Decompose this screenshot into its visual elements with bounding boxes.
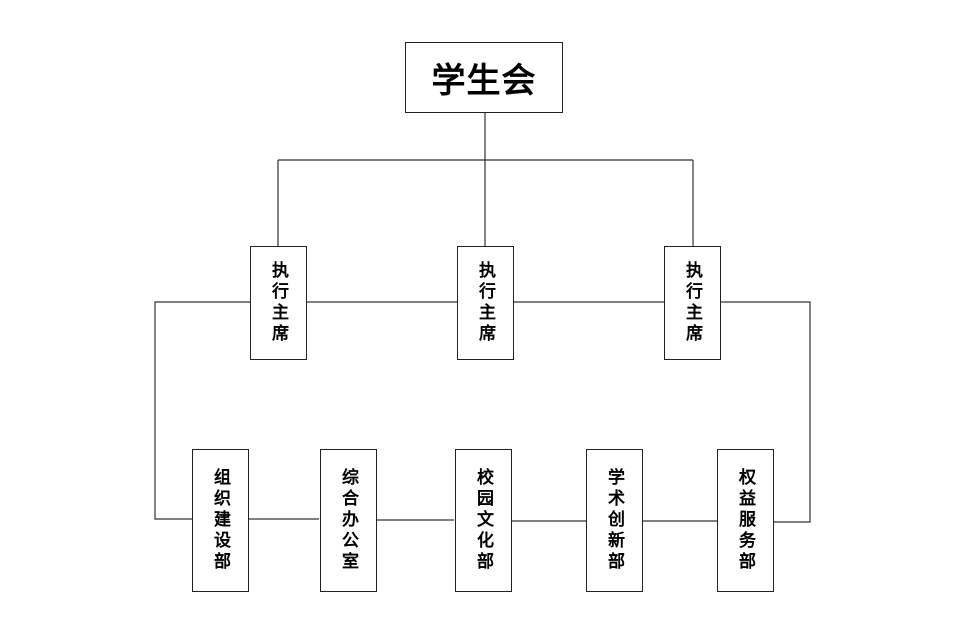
executive-node-center: 执行主席 bbox=[457, 246, 514, 360]
department-label: 组织建设部 bbox=[210, 468, 230, 573]
root-node-label: 学生会 bbox=[431, 61, 537, 101]
executive-label: 执行主席 bbox=[475, 261, 495, 345]
executive-node-left: 执行主席 bbox=[250, 246, 307, 360]
department-label: 权益服务部 bbox=[735, 468, 755, 573]
department-label: 综合办公室 bbox=[338, 468, 358, 573]
executive-label: 执行主席 bbox=[682, 261, 702, 345]
department-label: 校园文化部 bbox=[473, 468, 493, 573]
department-node-academic-innovation: 学术创新部 bbox=[586, 449, 643, 592]
exec-ring-line bbox=[154, 301, 250, 520]
exec-ring-line-right bbox=[719, 301, 811, 523]
department-node-general-office: 综合办公室 bbox=[320, 449, 377, 592]
executive-node-right: 执行主席 bbox=[664, 246, 721, 360]
executive-label: 执行主席 bbox=[268, 261, 288, 345]
department-node-organization: 组织建设部 bbox=[192, 449, 249, 592]
department-node-rights-service: 权益服务部 bbox=[717, 449, 774, 592]
department-node-campus-culture: 校园文化部 bbox=[455, 449, 512, 592]
root-node: 学生会 bbox=[405, 42, 563, 113]
department-label: 学术创新部 bbox=[604, 468, 624, 573]
